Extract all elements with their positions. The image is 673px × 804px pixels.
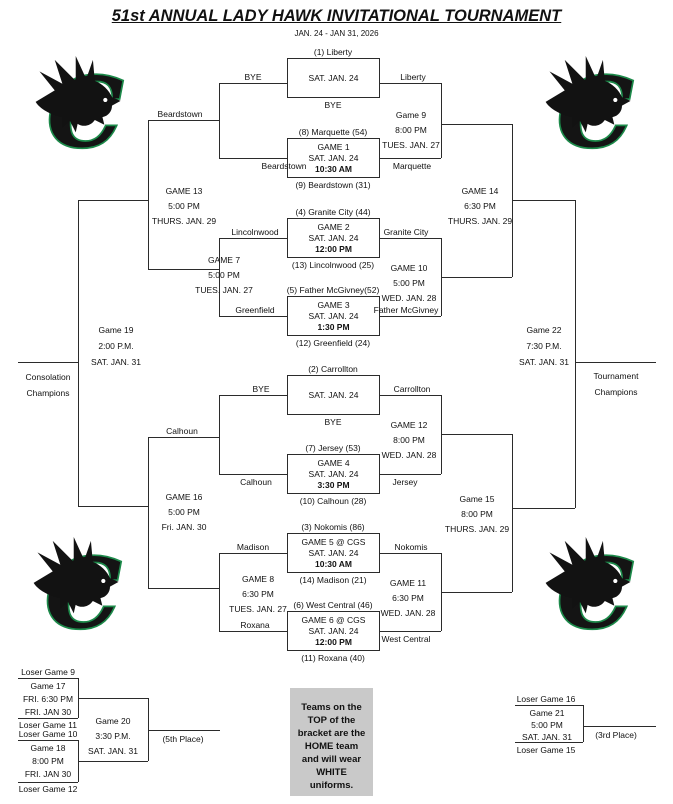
- hawk-logo: [543, 54, 635, 167]
- loser-feed-bye-bottom: BYE: [252, 384, 270, 394]
- winner-west-central: West Central: [381, 634, 431, 644]
- hawk-logo: [31, 535, 123, 648]
- hawk-logo: [33, 54, 125, 167]
- winner-nokomis: Nokomis: [394, 542, 428, 552]
- bye-box-carrollton: SAT. JAN. 24: [287, 375, 380, 415]
- seed-nokomis: (3) Nokomis (86): [301, 522, 365, 532]
- winner-liberty: Liberty: [400, 72, 426, 82]
- loser-feed-madison: Madison: [236, 542, 270, 552]
- feed-loser-game9: Loser Game 9: [21, 667, 75, 677]
- third-place-label: (3rd Place): [595, 730, 637, 740]
- loser-feed-roxana: Roxana: [240, 620, 270, 630]
- date-range: JAN. 24 - JAN 31, 2026: [294, 29, 379, 38]
- seed-madison: (14) Madison (21): [299, 575, 367, 585]
- seed-calhoun: (10) Calhoun (28): [299, 496, 367, 506]
- winner-carrollton: Carrollton: [393, 384, 431, 394]
- feed-loser-game16: Loser Game 16: [516, 694, 576, 704]
- feed-loser-game11: Loser Game 11: [19, 720, 77, 730]
- fifth-place-label: (5th Place): [162, 734, 204, 744]
- seed-west-central: (6) West Central (46): [293, 600, 373, 610]
- seed-lincolnwood: (13) Lincolnwood (25): [291, 260, 375, 270]
- page-title: 51st ANNUAL LADY HAWK INVITATIONAL TOURN…: [111, 7, 562, 25]
- winner-father-mcgivney: Father McGivney: [373, 305, 439, 315]
- seed-marquette: (8) Marquette (54): [298, 127, 368, 137]
- feed-loser-game10: Loser Game 10: [18, 729, 78, 739]
- seed-liberty: (1) Liberty: [313, 47, 353, 57]
- seed-carrollton: (2) Carrollton: [308, 364, 358, 374]
- seed-roxana: (11) Roxana (40): [301, 653, 365, 663]
- advance-calhoun: Calhoun: [166, 426, 198, 436]
- hawk-logo: [543, 535, 635, 648]
- bye-box-liberty: SAT. JAN. 24: [287, 58, 380, 98]
- winner-jersey: Jersey: [392, 477, 418, 487]
- loser-feed-bye-top: BYE: [244, 72, 262, 82]
- seed-greenfield: (12) Greenfield (24): [295, 338, 371, 348]
- seed-beardstown: (9) Beardstown (31): [295, 180, 371, 190]
- feed-loser-game12: Loser Game 12: [18, 784, 78, 794]
- loser-feed-lincolnwood: Lincolnwood: [231, 227, 279, 237]
- loser-feed-greenfield: Greenfield: [235, 305, 275, 315]
- seed-jersey: (7) Jersey (53): [305, 443, 361, 453]
- seed-father-mcgivney: (5) Father McGivney(52): [286, 285, 380, 295]
- feed-loser-game15: Loser Game 15: [516, 745, 576, 755]
- winner-granite-city: Granite City: [383, 227, 429, 237]
- winner-marquette: Marquette: [392, 161, 432, 171]
- bye-label-carrollton: BYE: [324, 417, 342, 427]
- loser-feed-beardstown: Beardstown: [261, 161, 307, 171]
- seed-granite-city: (4) Granite City (44): [295, 207, 371, 217]
- advance-beardstown: Beardstown: [157, 109, 203, 119]
- bye-label-liberty: BYE: [324, 100, 342, 110]
- loser-feed-calhoun: Calhoun: [240, 477, 272, 487]
